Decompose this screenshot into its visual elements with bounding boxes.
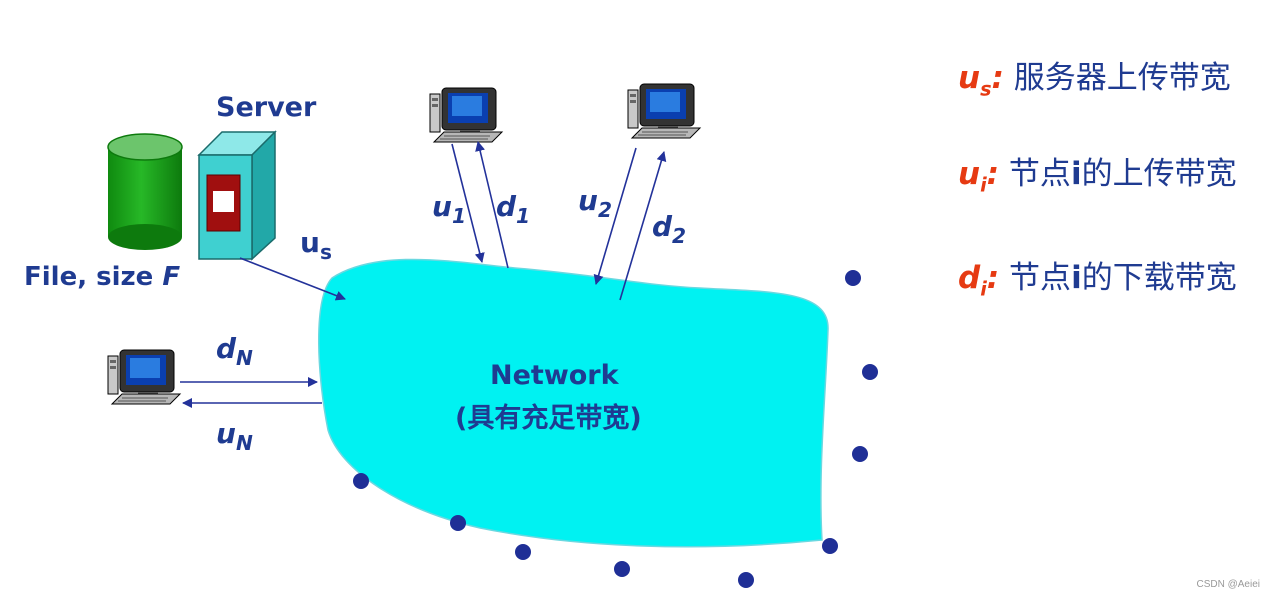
server-icon — [197, 130, 277, 261]
peer-dot — [353, 473, 369, 489]
label-d1: d1 — [496, 190, 531, 229]
peer-dot — [852, 446, 868, 462]
peer-dot — [845, 270, 861, 286]
peer-dot — [614, 561, 630, 577]
legend-us: us: 服务器上传带宽 — [958, 60, 1231, 101]
file-database-icon — [107, 133, 183, 250]
label-us: us — [300, 226, 332, 265]
peer-dot — [738, 572, 754, 588]
peer-dot — [515, 544, 531, 560]
peer-dot — [822, 538, 838, 554]
more-peers-dots — [353, 270, 878, 588]
network-label: Network — [490, 360, 619, 391]
peer-computer-icon-2 — [627, 83, 702, 139]
arrow-u1 — [451, 143, 485, 263]
peer-dot — [450, 515, 466, 531]
watermark: CSDN @Aeiei — [1196, 579, 1260, 590]
label-uN: uN — [216, 417, 253, 456]
arrow-us — [239, 257, 346, 301]
legend-ui: ui: 节点i的上传带宽 — [958, 156, 1237, 197]
peer-computer-icon-1 — [429, 87, 504, 143]
network-cloud — [318, 258, 829, 548]
network-sublabel: (具有充足带宽) — [455, 403, 642, 434]
label-d2: d2 — [652, 210, 687, 249]
arrow-d2 — [619, 151, 667, 301]
peer-computer-icon-n — [107, 349, 182, 405]
file-size-label: File, size F — [24, 262, 181, 292]
legend-di: di: 节点i的下载带宽 — [958, 260, 1237, 301]
label-u2: u2 — [578, 184, 612, 223]
arrow-u2 — [593, 147, 637, 285]
server-label: Server — [216, 92, 317, 123]
label-dN: dN — [216, 332, 253, 371]
peer-dot — [862, 364, 878, 380]
arrow-d1 — [475, 141, 509, 269]
label-u1: u1 — [432, 190, 466, 229]
